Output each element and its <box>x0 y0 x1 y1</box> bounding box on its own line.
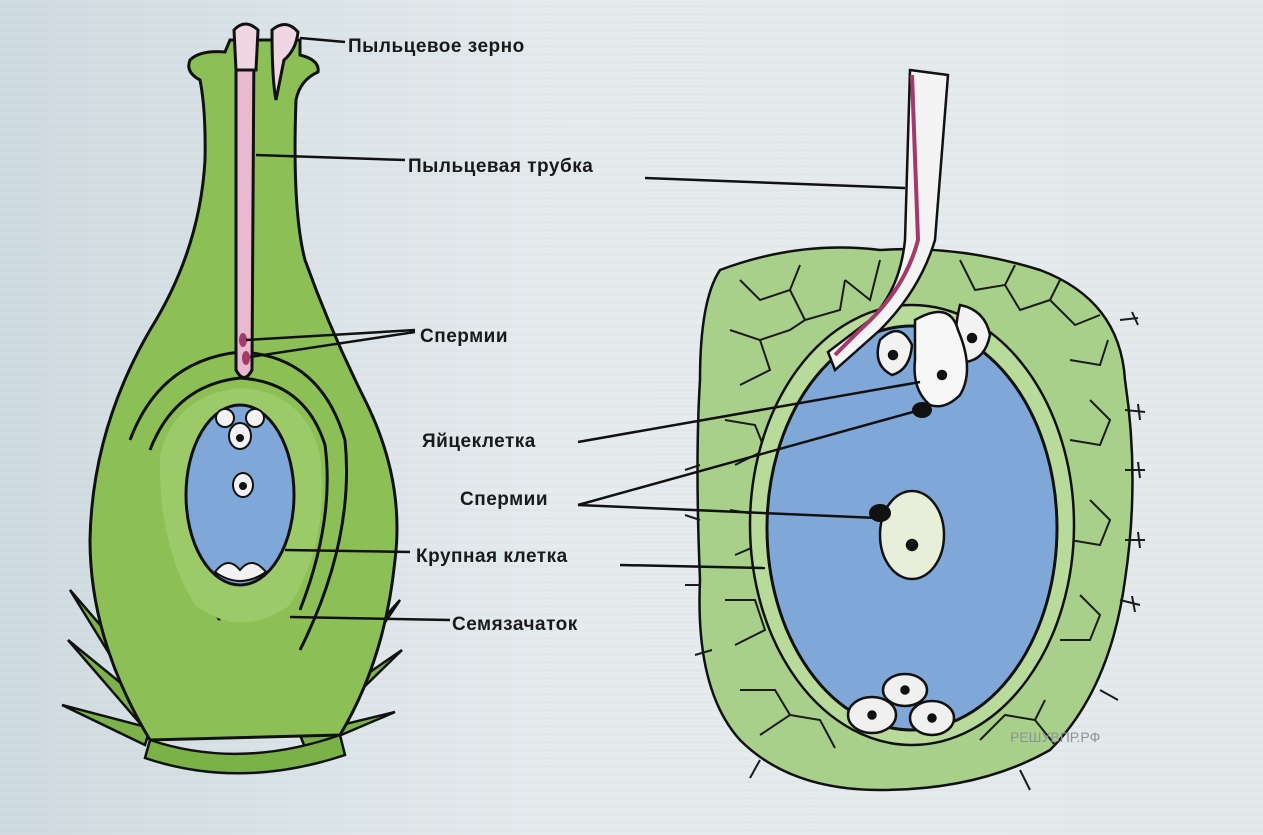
label-egg-cell: Яйцеклетка <box>422 431 536 452</box>
leader-ovule <box>289 615 451 622</box>
label-sperm-lower: Спермии <box>460 489 548 510</box>
leader-pollen-grain <box>299 36 346 44</box>
leader-lines <box>245 36 921 622</box>
leader-pollen-tube-right <box>644 176 906 190</box>
labels: Пыльцевое зерно Пыльцевая трубка Спермии… <box>348 36 1100 745</box>
central-nucleus-left <box>232 472 254 498</box>
label-ovule: Семязачаток <box>452 614 578 635</box>
leader-sperm-upper-a <box>245 328 416 342</box>
egg-apparatus-right <box>876 303 992 408</box>
watermark: РЕШУВПР.РФ <box>1010 729 1100 745</box>
antipodals-left <box>213 562 268 582</box>
pollen-grains <box>232 22 300 101</box>
leader-central-cell-left <box>284 548 411 554</box>
sperm-cells-in-tube <box>239 333 250 365</box>
leader-central-cell-right <box>619 563 766 570</box>
pistil-drawing <box>61 22 403 775</box>
pollen-tube-right <box>826 68 950 373</box>
antipodals-right <box>846 672 956 737</box>
sperm-at-egg <box>912 402 932 418</box>
sperm-at-central <box>869 504 891 522</box>
leader-sperm-upper-b <box>249 330 416 359</box>
tissue-hairs <box>684 311 1146 791</box>
leader-sperm-lower-a <box>577 408 921 507</box>
pollen-tube-left <box>234 38 256 379</box>
pollen-tube-right-inner <box>833 74 921 357</box>
label-pollen-tube: Пыльцевая трубка <box>408 156 593 177</box>
pistil-base <box>143 733 347 775</box>
leader-egg-cell <box>577 380 921 444</box>
leader-sperm-lower-b <box>577 503 879 520</box>
label-sperm-upper: Спермии <box>420 326 508 347</box>
central-cell-nucleus <box>878 489 946 581</box>
egg-apparatus-left <box>215 408 265 450</box>
label-pollen-grain: Пыльцевое зерно <box>348 36 525 57</box>
leader-pollen-tube-left <box>255 153 406 162</box>
ovule-drawing <box>684 68 1146 792</box>
label-central-cell: Крупная клетка <box>416 546 568 567</box>
